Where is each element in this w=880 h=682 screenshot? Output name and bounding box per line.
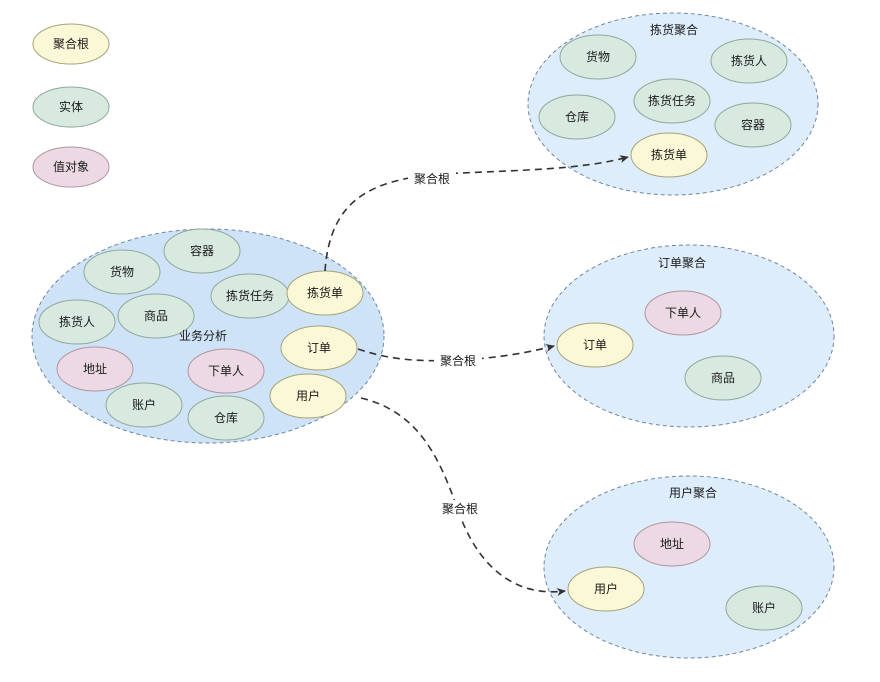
order-aggregate-title: 订单聚合 [658,255,706,270]
business-analysis-title: 业务分析 [179,328,227,343]
business-pick-order: 拣货单 [286,270,364,316]
legend-aggregate-root: 聚合根 [32,23,110,65]
business-container: 容器 [163,228,241,274]
business-pick-task-label: 拣货任务 [226,288,274,303]
legend-value-object-label: 值对象 [53,159,89,174]
user-user-label: 用户 [594,581,618,596]
pick-aggregate-group: 拣货聚合 货物 拣货人 拣货任务 仓库 容器 拣货单 [527,12,819,196]
order-product: 商品 [684,355,762,401]
pick-pick-task-label: 拣货任务 [648,93,696,108]
pick-aggregate-title: 拣货聚合 [650,22,698,37]
business-user-label: 用户 [296,388,320,403]
pick-picker: 拣货人 [710,38,788,84]
business-warehouse: 仓库 [187,395,265,441]
order-product-label: 商品 [711,370,735,385]
legend-entity: 实体 [32,86,110,128]
edge-pick-order: 聚合根 [324,155,629,272]
business-pick-order-label: 拣货单 [307,285,343,300]
edge-user: 聚合根 [360,397,566,596]
pick-container-label: 容器 [741,117,765,132]
legend-aggregate-root-label: 聚合根 [53,36,89,51]
business-analysis-group: 货物 容器 拣货人 商品 拣货任务 拣货单 订单 地址 [31,228,385,444]
order-aggregate-group: 订单聚合 下单人 订单 商品 [543,244,835,428]
user-user: 用户 [567,566,645,612]
legend: 聚合根 实体 值对象 [32,23,110,188]
business-goods: 货物 [83,249,161,295]
business-address: 地址 [56,346,134,392]
pick-container: 容器 [714,102,792,148]
business-account: 账户 [105,382,183,428]
business-goods-label: 货物 [110,264,134,279]
legend-entity-label: 实体 [59,99,83,114]
user-address: 地址 [633,521,711,567]
business-pick-task: 拣货任务 [210,273,290,319]
pick-warehouse-label: 仓库 [565,109,589,124]
user-account-label: 账户 [752,600,776,615]
edge-order: 聚合根 [357,344,555,369]
edge-pick-order-label: 聚合根 [414,171,450,186]
pick-goods: 货物 [559,34,637,80]
user-aggregate-title: 用户聚合 [669,485,717,500]
user-address-label: 地址 [660,537,684,551]
edge-user-label: 聚合根 [442,501,478,516]
pick-goods-label: 货物 [586,49,610,64]
pick-picker-label: 拣货人 [731,53,767,68]
business-orderer-label: 下单人 [208,364,244,378]
user-aggregate-group: 用户聚合 地址 用户 账户 [543,475,835,659]
edge-order-label: 聚合根 [440,353,476,368]
business-order: 订单 [280,325,358,371]
pick-pick-order: 拣货单 [630,132,708,178]
business-product-label: 商品 [144,308,168,323]
pick-pick-task: 拣货任务 [633,78,711,124]
legend-value-object: 值对象 [32,146,110,188]
business-order-label: 订单 [307,341,331,355]
user-account: 账户 [725,585,803,631]
business-address-label: 地址 [83,362,107,376]
pick-warehouse: 仓库 [538,94,616,140]
order-order-label: 订单 [583,338,607,352]
business-user: 用户 [269,373,347,419]
business-container-label: 容器 [190,243,214,258]
business-picker: 拣货人 [38,299,116,345]
pick-pick-order-label: 拣货单 [651,147,687,162]
order-orderer-label: 下单人 [665,306,701,320]
business-orderer: 下单人 [187,348,265,394]
business-picker-label: 拣货人 [59,314,95,329]
order-order: 订单 [556,322,634,368]
order-orderer: 下单人 [644,290,722,336]
edges: 聚合根 聚合根 聚合根 [324,155,629,596]
business-account-label: 账户 [132,397,156,412]
business-product: 商品 [117,293,195,339]
business-warehouse-label: 仓库 [214,410,238,425]
